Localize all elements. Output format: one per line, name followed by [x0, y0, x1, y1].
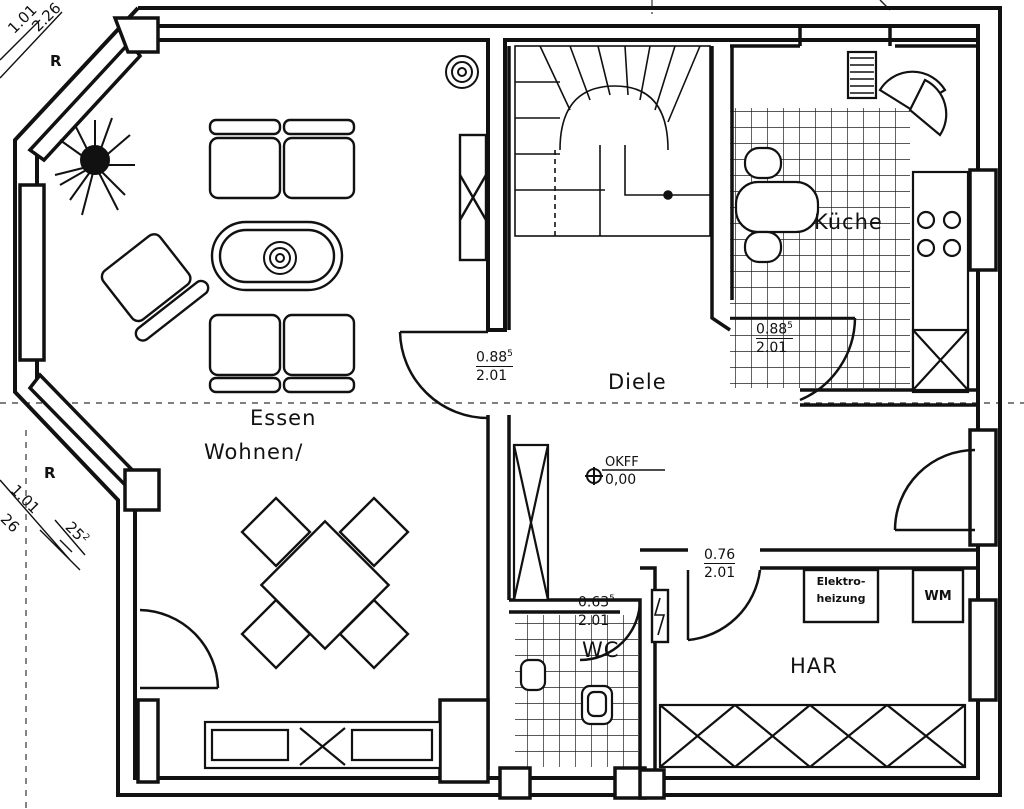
har-door-swing [686, 569, 762, 642]
doors [139, 316, 976, 690]
heater-label: Elektro- heizung [806, 576, 876, 604]
hall-wardrobe [512, 443, 550, 602]
washer-label: WM [924, 589, 952, 604]
door-dim-living-width: 0.88 [476, 349, 508, 366]
room-label-wohnen: Wohnen/ [204, 440, 304, 464]
entry-door-swing [893, 448, 976, 532]
room-label-diele: Diele [608, 370, 667, 394]
door-dim-kitchen: 0.885 2.01 [756, 322, 793, 355]
living-furniture [100, 118, 488, 394]
door-dim-har-height: 2.01 [704, 565, 736, 581]
door-dim-wc-sup: 5 [609, 594, 615, 604]
washer-box [911, 568, 965, 624]
door-dim-kitchen-height: 2.01 [756, 339, 788, 356]
door-dim-living-sup: 5 [507, 349, 513, 359]
fuse-box [650, 588, 670, 644]
bay-dimension-lines [0, 11, 86, 571]
heater-label-line2: heizung [816, 592, 866, 605]
door-dim-living: 0.885 2.01 [476, 350, 513, 383]
door-dim-har-width: 0.76 [704, 547, 736, 564]
door-dim-wc-width: 0.63 [578, 594, 610, 611]
wc-door-swing [579, 599, 642, 662]
level-marker-icon [585, 467, 665, 485]
storage-units [203, 703, 967, 770]
level-label-name: OKFF [605, 455, 639, 470]
room-label-har: HAR [790, 654, 838, 678]
heater-label-line1: Elektro- [816, 575, 866, 588]
terrace-door-swing [139, 608, 220, 690]
door-dim-kitchen-width: 0.88 [756, 321, 788, 338]
heater-box [802, 568, 880, 624]
utility-fixtures [650, 568, 965, 644]
wc-fixtures [519, 658, 614, 726]
room-label-kueche: Küche [814, 210, 883, 234]
bay-upper-r: R [50, 52, 62, 70]
dining-set [240, 496, 410, 670]
bay-windows [18, 16, 998, 800]
room-label-essen: Essen [250, 406, 317, 430]
door-dim-kitchen-sup: 5 [787, 321, 793, 331]
living-door-swing [398, 330, 489, 420]
door-dim-living-height: 2.01 [476, 367, 508, 384]
door-dim-har: 0.76 2.01 [704, 547, 736, 581]
kitchen-door-swing [730, 316, 857, 402]
plant-icon [54, 117, 135, 216]
room-label-wc: WC [582, 638, 620, 662]
level-label-value: 0,00 [605, 472, 637, 488]
door-dim-wc: 0.635 2.01 [578, 595, 615, 628]
bay-lower-r: R [44, 464, 56, 482]
lamp-coffee-table [263, 241, 297, 275]
lamp-top-right [445, 55, 479, 89]
staircase [514, 45, 711, 237]
door-dim-wc-height: 2.01 [578, 612, 610, 629]
level-label: OKFF 0,00 [605, 456, 639, 487]
kitchen-fixtures [734, 50, 970, 394]
